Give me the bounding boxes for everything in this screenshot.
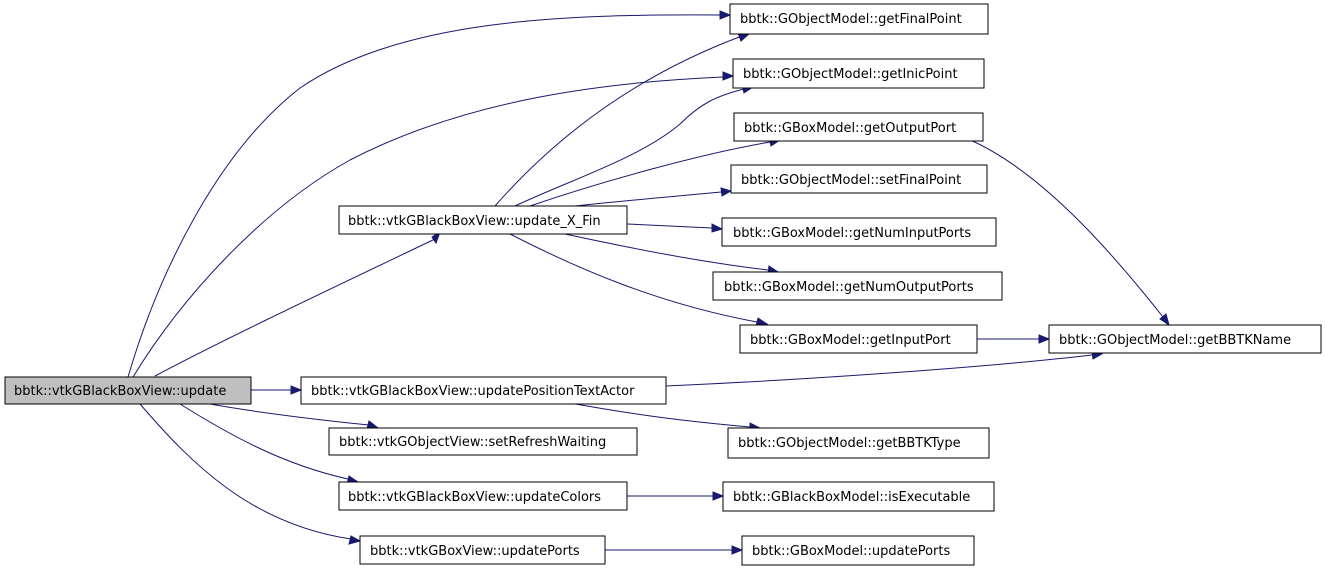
node-update-x-fin[interactable]: bbtk::vtkGBlackBoxView::update_X_Fin: [338, 205, 628, 235]
edge-update-to-update-ports-view: [139, 403, 362, 545]
node-update-ports-view-label: bbtk::vtkGBoxView::updatePorts: [370, 544, 580, 559]
edge-get-input-port-to-get-bbtk-name: [977, 334, 1051, 344]
node-get-bbtk-type-label: bbtk::GObjectModel::getBBTKType: [738, 436, 961, 451]
node-update-colors-label: bbtk::vtkGBlackBoxView::updateColors: [348, 490, 601, 505]
node-update-position-text-actor-label: bbtk::vtkGBlackBoxView::updatePositionTe…: [311, 384, 635, 399]
node-get-final-point-label: bbtk::GObjectModel::getFinalPoint: [740, 12, 962, 27]
node-get-input-port-label: bbtk::GBoxModel::getInputPort: [750, 333, 951, 348]
node-update-ports-model-label: bbtk::GBoxModel::updatePorts: [752, 544, 950, 559]
node-update-ports-view[interactable]: bbtk::vtkGBoxView::updatePorts: [359, 535, 606, 565]
node-get-final-point[interactable]: bbtk::GObjectModel::getFinalPoint: [729, 3, 989, 35]
edge-update-to-update-position-text-actor: [251, 385, 303, 395]
edge-update-colors-to-is-executable: [627, 491, 725, 501]
node-get-num-input-ports-label: bbtk::GBoxModel::getNumInputPorts: [733, 226, 971, 241]
nodes: bbtk::vtkGBlackBoxView::update bbtk::vtk…: [4, 3, 1322, 566]
node-update-ports-model[interactable]: bbtk::GBoxModel::updatePorts: [741, 535, 975, 566]
node-get-bbtk-name-label: bbtk::GObjectModel::getBBTKName: [1059, 333, 1291, 348]
edge-update-to-update-x-fin: [154, 230, 441, 377]
node-get-num-output-ports-label: bbtk::GBoxModel::getNumOutputPorts: [724, 280, 974, 295]
node-update-colors[interactable]: bbtk::vtkGBlackBoxView::updateColors: [338, 481, 628, 511]
edge-update-x-fin-to-get-final-point: [494, 32, 752, 207]
edge-update-x-fin-to-get-inic-point: [514, 84, 755, 207]
node-update-label: bbtk::vtkGBlackBoxView::update: [14, 384, 226, 399]
node-get-inic-point-label: bbtk::GObjectModel::getInicPoint: [743, 67, 958, 82]
node-update-x-fin-label: bbtk::vtkGBlackBoxView::update_X_Fin: [348, 214, 601, 229]
node-is-executable[interactable]: bbtk::GBlackBoxModel::isExecutable: [722, 481, 995, 512]
edge-update-x-fin-to-set-final-point: [574, 187, 733, 207]
edge-update-ports-view-to-update-ports-model: [605, 545, 744, 555]
node-get-inic-point[interactable]: bbtk::GObjectModel::getInicPoint: [732, 58, 985, 89]
node-get-input-port[interactable]: bbtk::GBoxModel::getInputPort: [739, 324, 978, 354]
node-set-final-point-label: bbtk::GObjectModel::setFinalPoint: [741, 173, 961, 188]
edges: [127, 10, 1170, 555]
node-update-position-text-actor[interactable]: bbtk::vtkGBlackBoxView::updatePositionTe…: [300, 376, 667, 405]
node-get-output-port[interactable]: bbtk::GBoxModel::getOutputPort: [733, 112, 984, 142]
node-get-output-port-label: bbtk::GBoxModel::getOutputPort: [744, 121, 956, 136]
edge-update-to-get-inic-point: [132, 71, 735, 378]
edge-update-to-get-final-point: [127, 10, 732, 378]
node-set-final-point[interactable]: bbtk::GObjectModel::setFinalPoint: [730, 164, 988, 194]
node-get-num-input-ports[interactable]: bbtk::GBoxModel::getNumInputPorts: [721, 217, 997, 247]
edge-get-output-port-to-get-bbtk-name: [967, 138, 1170, 327]
node-update[interactable]: bbtk::vtkGBlackBoxView::update: [4, 376, 252, 405]
node-get-bbtk-name[interactable]: bbtk::GObjectModel::getBBTKName: [1048, 324, 1322, 354]
node-is-executable-label: bbtk::GBlackBoxModel::isExecutable: [733, 490, 970, 505]
edge-update-x-fin-to-get-num-input-ports: [626, 223, 724, 233]
edge-update-to-set-refresh-waiting: [209, 403, 380, 430]
node-set-refresh-waiting[interactable]: bbtk::vtkGObjectView::setRefreshWaiting: [328, 427, 638, 456]
edge-update-position-text-actor-to-get-bbtk-name: [665, 350, 1104, 387]
node-set-refresh-waiting-label: bbtk::vtkGObjectView::setRefreshWaiting: [339, 435, 606, 450]
node-get-num-output-ports[interactable]: bbtk::GBoxModel::getNumOutputPorts: [712, 271, 1003, 301]
edge-update-position-text-actor-to-get-bbtk-type: [569, 402, 762, 432]
node-get-bbtk-type[interactable]: bbtk::GObjectModel::getBBTKType: [727, 427, 990, 459]
